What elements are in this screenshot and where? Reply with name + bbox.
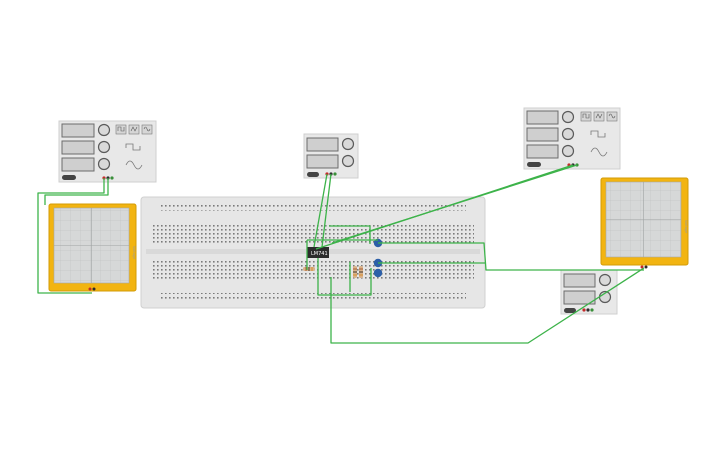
op-amp-chip[interactable]: LM741 [307,247,329,258]
scope-left-probe-black[interactable] [92,287,96,291]
function-generator-left[interactable] [58,120,157,183]
square-wave-icon [117,126,125,132]
fg2-wave-preview-2-icon [590,147,608,157]
scope-left-probe-red[interactable] [88,287,92,291]
fg-terminal-pos[interactable] [110,176,114,180]
sine-wave-icon [143,126,151,132]
oscilloscope-right[interactable]: Voltage [600,177,689,269]
fg2-display-2 [526,127,559,142]
fg-knob-1[interactable] [97,123,111,137]
wave-preview-2-icon [125,160,143,170]
wire-fg-to-scope-left[interactable] [37,178,105,294]
ps-bottom-knob-voltage[interactable] [598,273,612,287]
triangle-wave-icon [130,126,138,132]
fg2-display-3 [526,144,559,159]
fg2-sine-wave-icon [608,113,616,119]
capacitor-3[interactable] [373,268,383,278]
wire-top-jumper[interactable] [329,225,371,244]
wave-preview-1-icon [125,143,141,151]
fg-power-switch[interactable] [62,175,76,180]
fg2-power-switch[interactable] [527,162,541,167]
scope-right-probe-black[interactable] [644,265,648,269]
ps-top-display-voltage [306,137,339,152]
scope-right-probe-red[interactable] [640,265,644,269]
oscilloscope-left-label: Voltage [132,246,136,259]
fg-knob-3[interactable] [97,157,111,171]
oscilloscope-right-label: Voltage [684,220,688,233]
fg-knob-2[interactable] [97,140,111,154]
ps-top-power-switch[interactable] [307,172,319,177]
ps-top-knob-voltage[interactable] [341,137,355,151]
wire-loop-bottom[interactable] [330,267,645,344]
wire-fg2-2[interactable] [331,164,578,244]
resistor-1[interactable] [303,267,315,271]
ps-bottom-terminal-pos[interactable] [590,308,594,312]
fg2-square-wave-icon [582,113,590,119]
fg2-wave-preview-1-icon [590,130,606,138]
fg-display-1 [61,123,95,138]
ps-top-knob-current[interactable] [341,154,355,168]
wire-feedback-loop[interactable] [317,258,372,296]
wire-fg-common[interactable] [44,178,109,205]
function-generator-right[interactable] [523,107,621,170]
wire-ps-top-com[interactable] [321,173,332,248]
ps-top-display-current [306,154,339,169]
ps-top-terminal-pos[interactable] [333,172,337,176]
op-amp-chip-label: LM741 [311,251,328,257]
fg-display-3 [61,157,95,172]
fg2-knob-1[interactable] [561,110,575,124]
wire-output-to-scope-right[interactable] [378,242,644,271]
power-supply-bottom[interactable] [560,269,618,315]
wire-ps-top-neg[interactable] [313,173,328,248]
fg2-display-1 [526,110,559,125]
wires[interactable] [37,164,645,344]
op-amp-chip-icon [307,247,329,258]
fg2-knob-3[interactable] [561,144,575,158]
ps-bottom-display-current [563,290,596,305]
fg2-knob-2[interactable] [561,127,575,141]
power-supply-top[interactable] [303,133,359,179]
resistor-2[interactable] [353,266,357,278]
fg2-triangle-wave-icon [595,113,603,119]
oscilloscope-left[interactable]: Voltage [48,203,137,292]
fg-display-2 [61,140,95,155]
ps-bottom-terminal-com[interactable] [586,308,590,312]
ps-bottom-display-voltage [563,273,596,288]
ps-bottom-terminal-neg[interactable] [582,308,586,312]
ps-bottom-power-switch[interactable] [564,308,576,313]
resistor-3[interactable] [359,266,363,278]
